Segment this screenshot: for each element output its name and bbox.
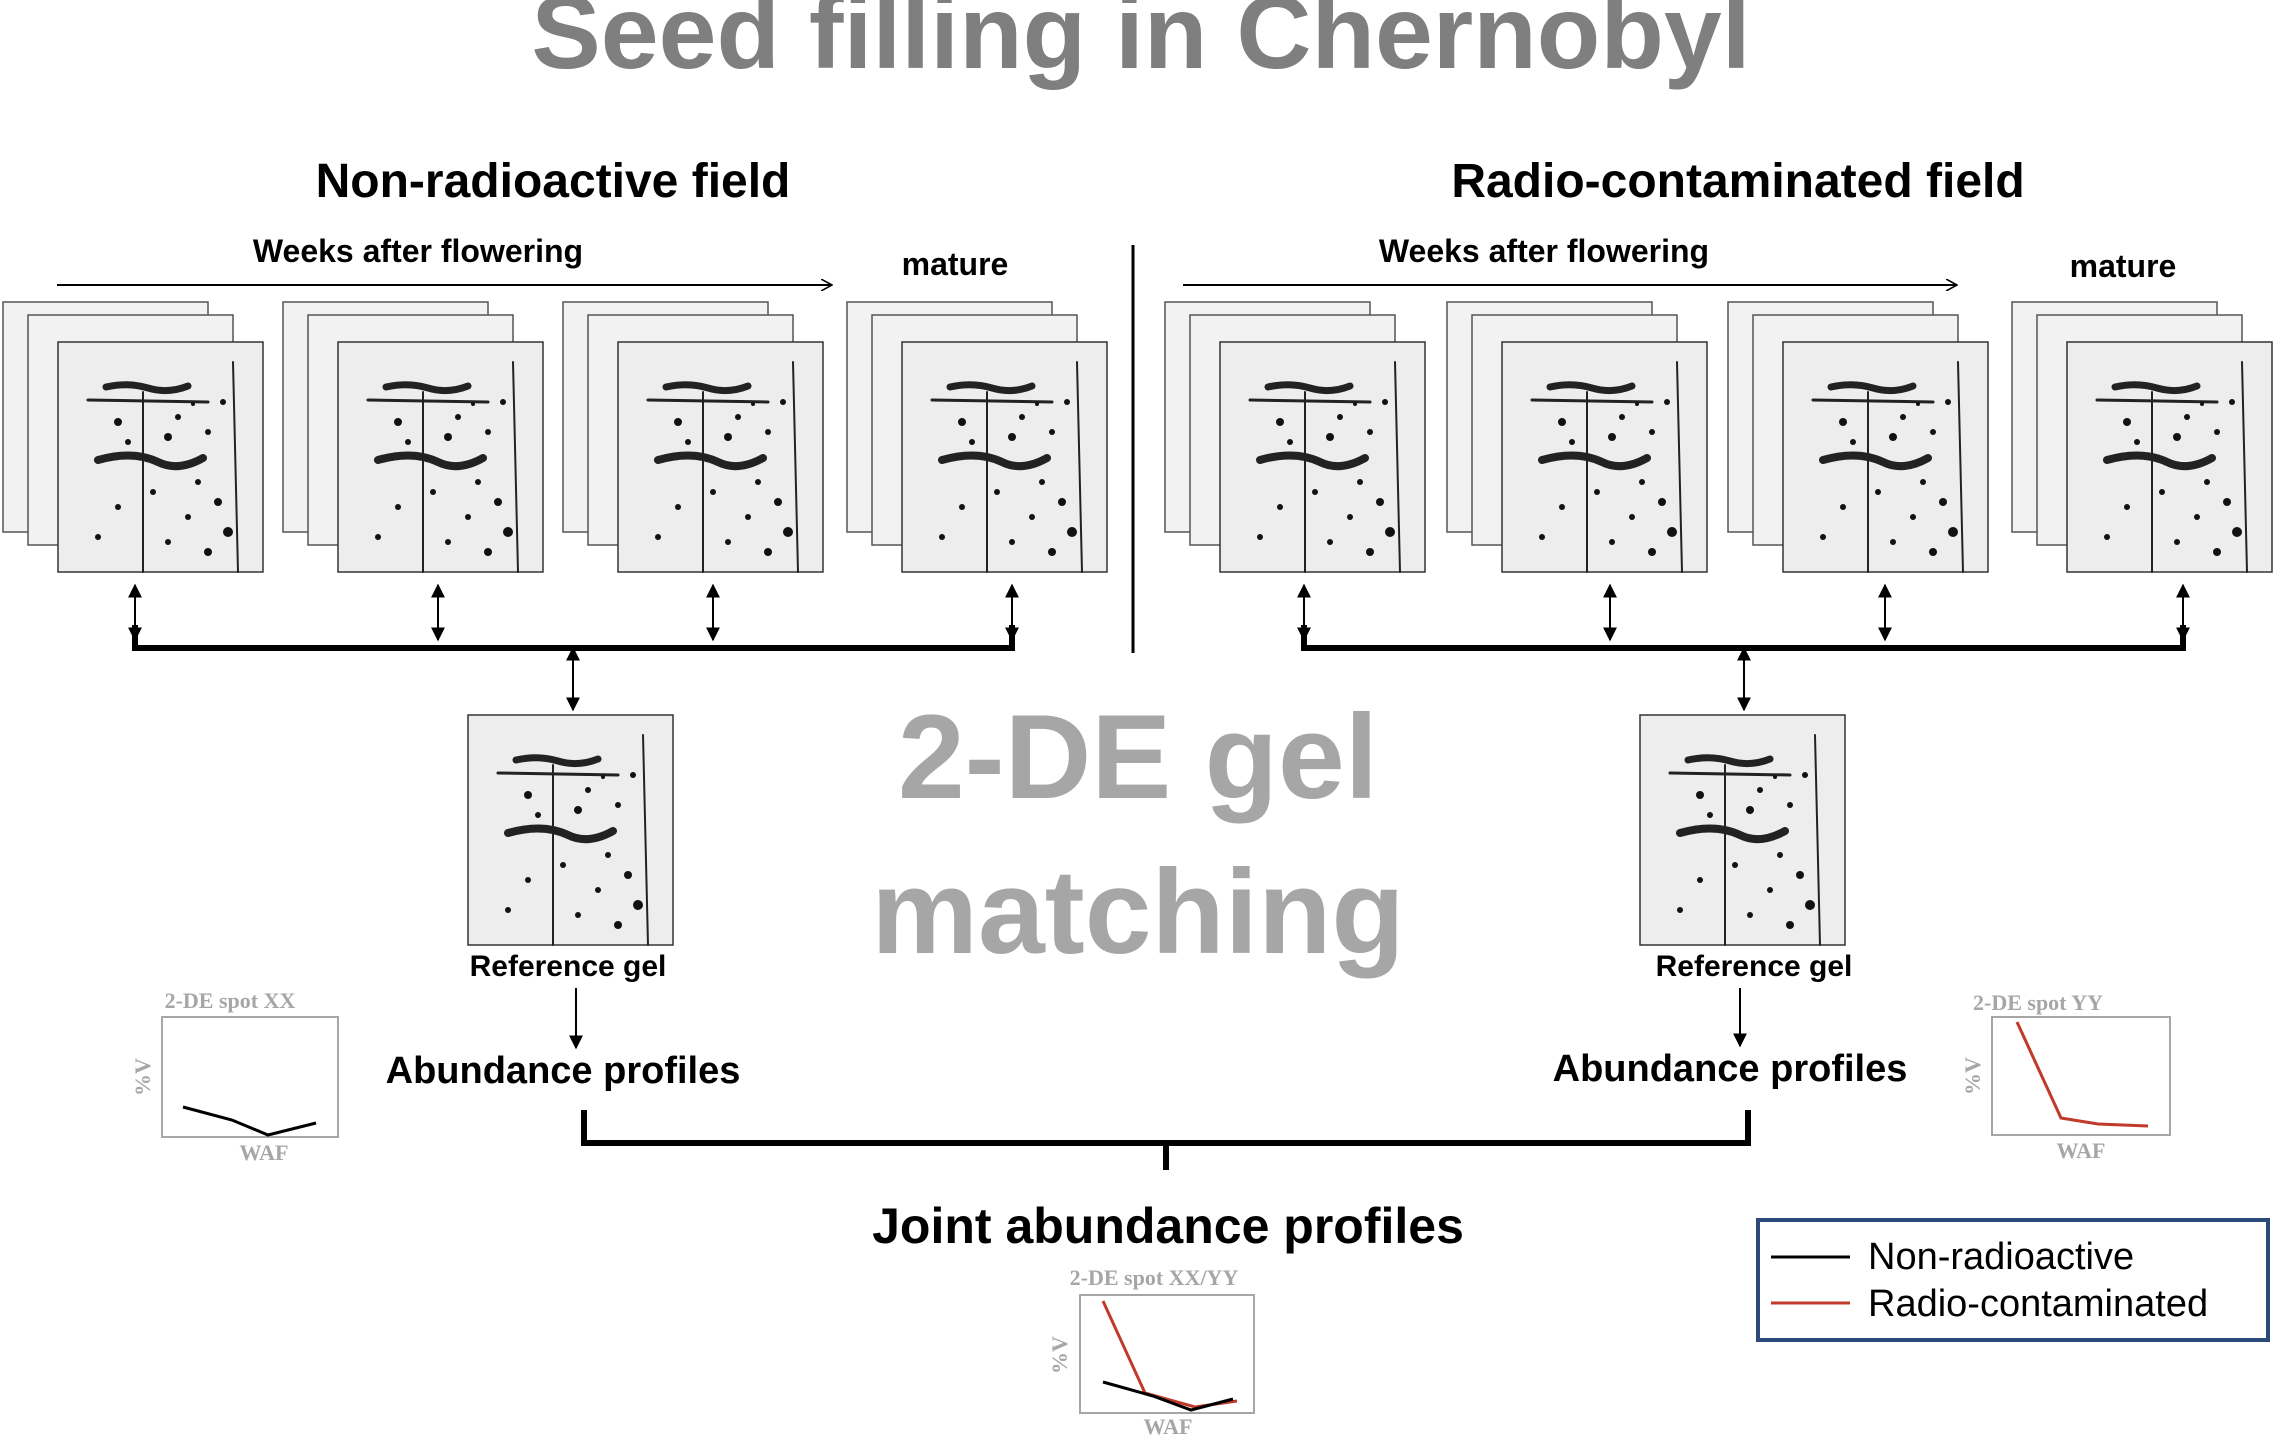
left-reference-label: Reference gel [470,950,667,983]
legend-box [1756,1218,2270,1342]
legend-label-radio-contaminated: Radio-contaminated [1868,1283,2208,1325]
mini-chart-yy: 2-DE spot YY %V WAF [1960,990,2171,1163]
mini-chart-yy-title: 2-DE spot YY [1973,990,2103,1015]
mini-chart-xx: 2-DE spot XX %V WAF [130,988,339,1165]
mini-chart-yy-series [2015,1021,2149,1128]
right-gel-stack-1 [1165,302,1425,572]
right-gel-stack-3 [1728,302,1988,572]
legend: Non-radioactive Radio-contaminated [1756,1218,2270,1342]
left-field-heading: Non-radioactive field [316,155,791,208]
right-connector-tree [1297,583,2190,712]
mini-chart-joint-xlabel: WAF [1144,1414,1193,1439]
mini-chart-xx-series [182,1105,317,1137]
mini-chart-joint-black-series [1102,1380,1234,1412]
left-gel-stack-3 [563,302,823,572]
left-gel-stack-2 [283,302,543,572]
right-reference-gel [1640,715,1845,945]
left-reference-gel [468,715,673,945]
right-field-heading: Radio-contaminated field [1451,155,2024,208]
left-gel-stack-mature [847,302,1107,572]
right-abundance-label: Abundance profiles [1553,1048,1908,1090]
left-weeks-label: Weeks after flowering [253,233,583,269]
mini-chart-xx-title: 2-DE spot XX [165,988,296,1013]
center-text-line2: matching [871,845,1404,979]
mini-chart-xx-xlabel: WAF [240,1140,289,1165]
joint-abundance-label: Joint abundance profiles [872,1198,1464,1254]
left-gel-stack-1 [3,302,263,572]
mini-chart-joint-title: 2-DE spot XX/YY [1070,1265,1239,1290]
mini-chart-xx-ylabel: %V [130,1058,155,1096]
mini-chart-yy-xlabel: WAF [2057,1138,2106,1163]
joining-brace [581,1110,1751,1170]
left-mature-label: mature [902,246,1009,282]
right-gel-stack-2 [1447,302,1707,572]
right-reference-label: Reference gel [1656,950,1853,983]
mini-chart-yy-ylabel: %V [1960,1057,1985,1095]
left-abundance-label: Abundance profiles [386,1050,741,1092]
right-mature-label: mature [2070,248,2177,284]
right-gel-stack-mature [2012,302,2272,572]
mini-chart-joint: 2-DE spot XX/YY %V WAF [1047,1265,1255,1439]
mini-chart-joint-ylabel: %V [1047,1336,1072,1374]
legend-label-non-radioactive: Non-radioactive [1868,1236,2134,1278]
diagram-title: Seed filling in Chernobyl [531,0,1750,91]
right-weeks-label: Weeks after flowering [1379,233,1709,269]
left-connector-tree [128,583,1019,712]
center-text-line1: 2-DE gel [898,690,1378,824]
